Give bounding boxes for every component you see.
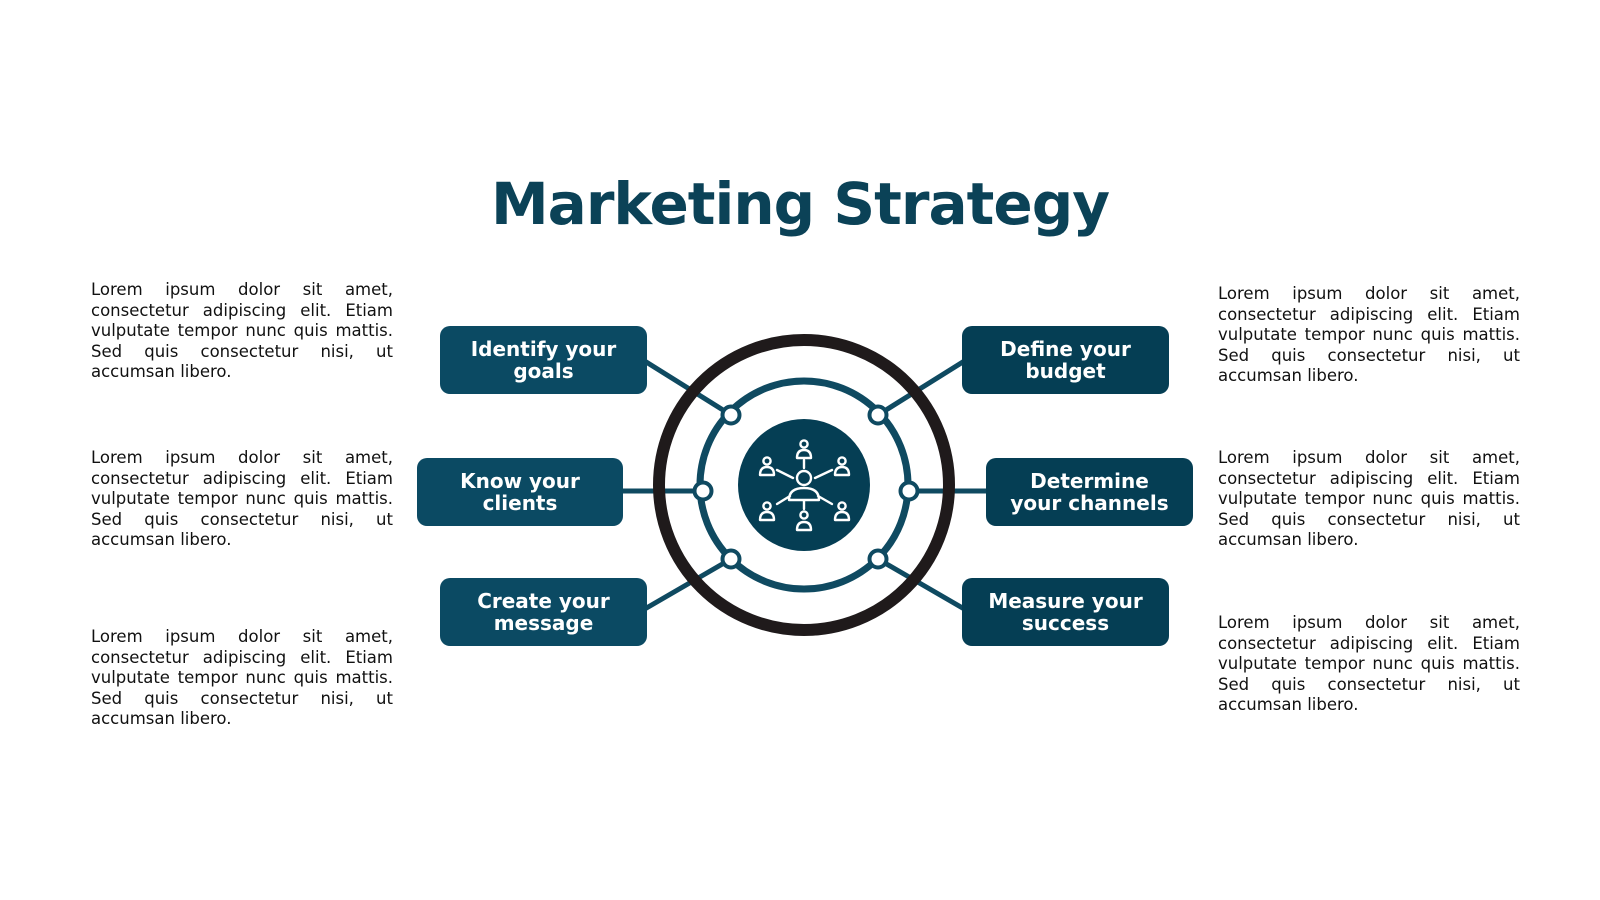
step-label-line2: message	[493, 611, 594, 635]
step-label-line1: Create your	[477, 589, 610, 613]
step-identify-goals: Identify your goals	[440, 326, 647, 394]
step-label-line1: Define your	[1000, 337, 1131, 361]
step-label-line1: Determine	[1030, 469, 1149, 493]
connector-identify-goals	[640, 357, 734, 418]
step-label-line2: clients	[482, 491, 558, 515]
description-define-budget: Lorem ipsum dolor sit amet, consectetur …	[1218, 284, 1520, 385]
description-measure-success: Lorem ipsum dolor sit amet, consectetur …	[1218, 613, 1520, 714]
step-label-line2: your channels	[1010, 491, 1169, 515]
people-network-icon	[758, 439, 851, 532]
description-know-clients: Lorem ipsum dolor sit amet, consectetur …	[91, 448, 393, 549]
node-define-budget	[867, 404, 889, 426]
step-know-clients: Know your clients	[417, 458, 623, 526]
node-identify-goals	[720, 404, 742, 426]
connector-measure-success	[875, 556, 969, 613]
step-label-line1: Measure your	[988, 589, 1143, 613]
step-label-line2: success	[1021, 611, 1110, 635]
description-create-message: Lorem ipsum dolor sit amet, consectetur …	[91, 627, 393, 728]
page-title: Marketing Strategy	[490, 170, 1110, 238]
step-label-line1: Know your	[460, 469, 580, 493]
node-determine-channels	[898, 480, 920, 502]
description-identify-goals: Lorem ipsum dolor sit amet, consectetur …	[91, 280, 393, 381]
step-label-line1: Identify your	[470, 337, 617, 361]
outer-ring	[653, 334, 955, 636]
node-know-clients	[692, 480, 714, 502]
connector-create-message	[640, 556, 734, 613]
step-measure-success: Measure your success	[962, 578, 1169, 646]
step-label-line2: goals	[513, 359, 574, 383]
connector-define-budget	[875, 357, 969, 418]
step-determine-channels: Determine your channels	[986, 458, 1193, 526]
node-create-message	[720, 548, 742, 570]
step-label-line2: budget	[1025, 359, 1106, 383]
step-create-message: Create your message	[440, 578, 647, 646]
description-determine-channels: Lorem ipsum dolor sit amet, consectetur …	[1218, 448, 1520, 549]
node-measure-success	[867, 548, 889, 570]
step-define-budget: Define your budget	[962, 326, 1169, 394]
